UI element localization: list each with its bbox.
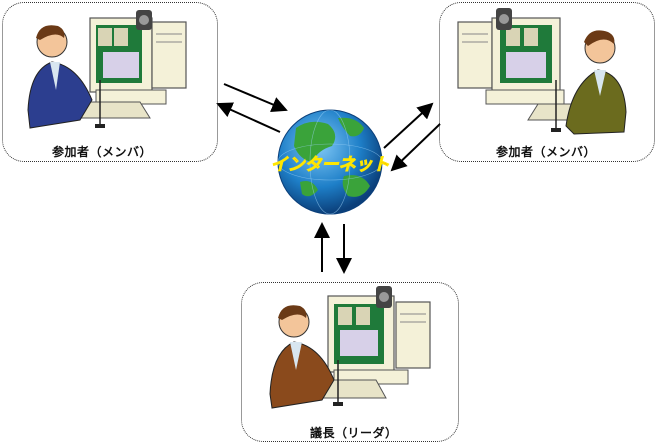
participant-left-label: 参加者（メンバ） [52, 145, 153, 159]
person-at-computer-icon [457, 8, 627, 135]
internet-label: インターネット [271, 155, 390, 175]
globe-icon [277, 109, 383, 215]
webcam-icon [496, 8, 512, 30]
webcam-icon [136, 10, 152, 30]
arrow-icon [216, 83, 441, 274]
person-at-computer-icon [27, 10, 187, 129]
person-at-computer-icon [269, 286, 431, 409]
webcam-icon [376, 286, 392, 308]
leader-label: 議長（リーダ） [310, 426, 398, 440]
participant-right-label: 参加者（メンバ） [496, 145, 597, 159]
